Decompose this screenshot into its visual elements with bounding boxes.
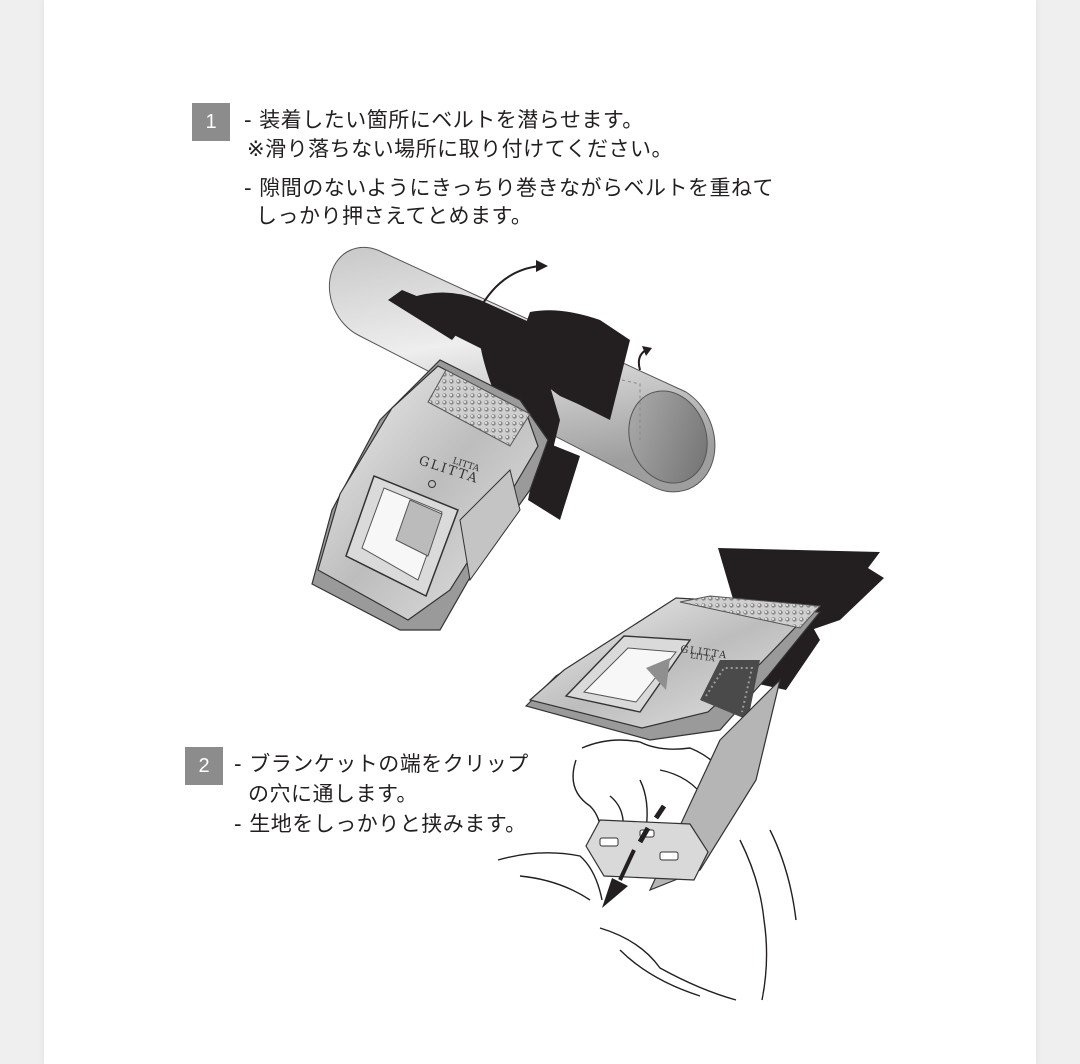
step-2-line-2: の穴に通します。 bbox=[248, 782, 418, 806]
step-1-line-4: しっかり押さえてとめます。 bbox=[256, 204, 533, 228]
step-2-number: 2 bbox=[198, 754, 210, 777]
step-1-line-3: - 隙間のないようにきっちり巻きながらベルトを重ねて bbox=[244, 176, 774, 200]
step-1-line-1: - 装着したい箇所にベルトを潜らせます。 bbox=[244, 108, 644, 132]
clip-graphic: LITTA GLITTA bbox=[311, 359, 549, 631]
step-2-line-3: - 生地をしっかりと挟みます。 bbox=[234, 812, 527, 836]
clip-logo-icon bbox=[428, 480, 436, 488]
step-1-number: 1 bbox=[205, 110, 217, 133]
wrap-arrow-icon bbox=[477, 260, 548, 313]
step-1-line-2: ※滑り落ちない場所に取り付けてください。 bbox=[247, 137, 673, 161]
step-1-badge: 1 bbox=[192, 103, 230, 141]
step-2-line-1: - ブランケットの端をクリップ bbox=[234, 752, 529, 776]
step-2-badge: 2 bbox=[185, 747, 223, 785]
curl-arrow-icon bbox=[621, 346, 652, 440]
